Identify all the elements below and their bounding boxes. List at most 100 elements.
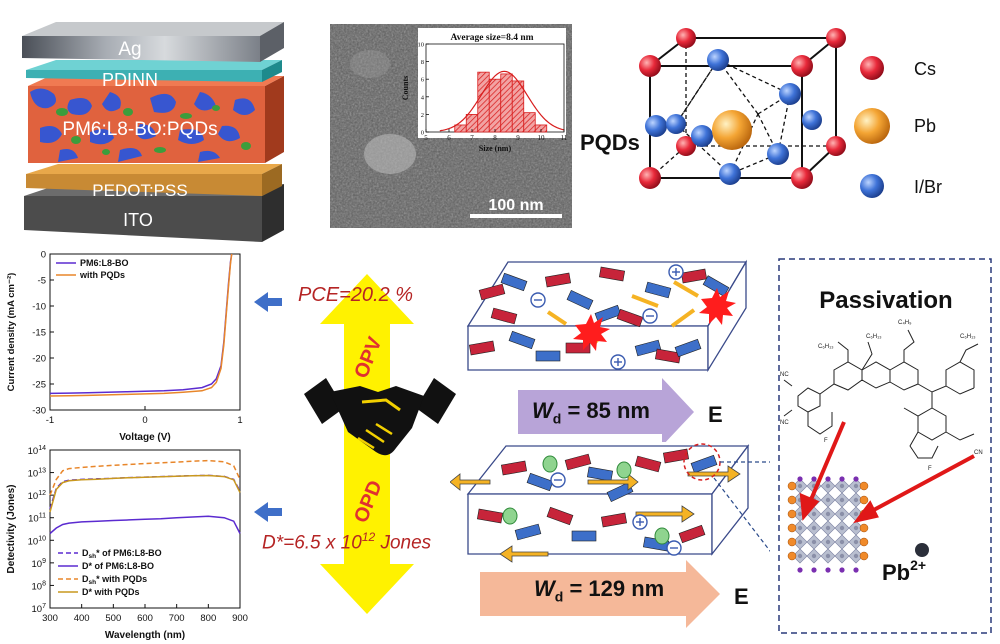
film-molecule bbox=[544, 272, 572, 288]
device-stack: Ag PDINN PM6:L8-BO:PQDs PEDOT:PSS ITO bbox=[22, 22, 284, 242]
x-tick-label: 5 bbox=[424, 134, 428, 142]
film-molecule bbox=[654, 348, 682, 364]
x-tick-label: 900 bbox=[232, 613, 248, 624]
legend-label: PM6:L8-BO bbox=[80, 258, 129, 268]
cs-atom bbox=[787, 495, 797, 505]
lattice-atom bbox=[839, 539, 845, 545]
gaussian-fit-line bbox=[439, 70, 565, 132]
lattice-atom bbox=[839, 511, 845, 517]
layer-label-active: PM6:L8-BO:PQDs bbox=[62, 119, 217, 140]
lattice-atom bbox=[839, 525, 845, 531]
halide-atom bbox=[853, 476, 859, 482]
histogram-bar bbox=[454, 124, 467, 133]
recombination-burst-icon bbox=[573, 314, 610, 351]
film-molecule bbox=[546, 506, 574, 526]
svg-text:C₄H₉: C₄H₉ bbox=[898, 320, 912, 326]
y-tick-label: 0 bbox=[41, 250, 46, 261]
x-tick-label: 0 bbox=[142, 415, 147, 426]
wd-top-label: Wd = 85 nm bbox=[532, 398, 650, 426]
halide-atom bbox=[797, 476, 803, 482]
lattice-atom bbox=[825, 511, 831, 517]
pb-ion-label: Pb2+ bbox=[882, 557, 926, 585]
y-tick-label: 108 bbox=[32, 580, 47, 592]
recombination-burst-icon bbox=[699, 288, 736, 325]
cs-atom bbox=[787, 523, 797, 533]
lattice-atom bbox=[853, 511, 859, 517]
detectivity-exp: 12 bbox=[361, 530, 376, 544]
film-molecule bbox=[500, 272, 528, 292]
lattice-atom bbox=[797, 525, 803, 531]
x-tick-label: 7 bbox=[470, 134, 474, 142]
svg-text:C₆H₁₃: C₆H₁₃ bbox=[866, 334, 882, 340]
histogram-bar bbox=[488, 78, 502, 133]
opd-film: E bbox=[450, 443, 770, 628]
film-molecule bbox=[526, 472, 554, 492]
legend-label: Dsh* with PQDs bbox=[82, 574, 147, 586]
y-tick-label: 1010 bbox=[28, 535, 46, 547]
lattice-atom bbox=[839, 497, 845, 503]
arrow-to-detectivity-icon bbox=[254, 502, 282, 522]
y-tick-label: -5 bbox=[38, 276, 46, 287]
y-axis-label: Current density (mA cm⁻²) bbox=[6, 273, 17, 392]
film-molecule bbox=[634, 339, 662, 357]
x-tick-label: 11 bbox=[561, 134, 568, 142]
histogram-title: Average size=8.4 nm bbox=[450, 33, 533, 43]
x-tick-label: -1 bbox=[46, 415, 54, 426]
perovskite-crystal: PQDs Cs Pb I/Br bbox=[580, 28, 942, 198]
y-tick-label: -15 bbox=[32, 328, 46, 339]
histogram-bar bbox=[477, 71, 490, 133]
handshake-icon bbox=[304, 378, 456, 456]
legend-label: Dsh* of PM6:L8-BO bbox=[82, 548, 162, 560]
x-tick-label: 700 bbox=[169, 613, 185, 624]
histogram-xlabel: Size (nm) bbox=[479, 144, 512, 153]
passivation-arrow-icon bbox=[799, 421, 975, 524]
molecule-structure bbox=[783, 329, 979, 459]
cs-atom bbox=[787, 537, 797, 547]
detectivity-label: D*=6.5 x 1012 Jones bbox=[262, 530, 431, 554]
y-tick-label: 4 bbox=[421, 94, 425, 101]
y-axis-label: Detectivity (Jones) bbox=[6, 485, 17, 574]
carrier-transport-arrows bbox=[450, 465, 741, 563]
pce-label: PCE=20.2 % bbox=[298, 284, 414, 306]
lattice-atom bbox=[839, 483, 845, 489]
wd-top-sub: d bbox=[552, 410, 562, 427]
x-axis-label: Voltage (V) bbox=[119, 432, 170, 443]
detectivity-prefix: D*=6.5 x 10 bbox=[262, 532, 362, 554]
cs-atom bbox=[859, 551, 869, 561]
field-label-bottom: E bbox=[734, 584, 749, 609]
lattice-atom bbox=[811, 525, 817, 531]
film-molecule bbox=[571, 530, 597, 542]
lattice-atom bbox=[797, 483, 803, 489]
wd-bottom-value: = 129 nm bbox=[563, 576, 665, 601]
legend-label: D* with PQDs bbox=[82, 587, 140, 597]
histogram-ylabel: Counts bbox=[401, 76, 410, 100]
plot-frame bbox=[49, 449, 241, 609]
legend-label: with PQDs bbox=[79, 270, 125, 280]
film-molecule bbox=[478, 283, 506, 301]
cs-atom bbox=[787, 481, 797, 491]
y-tick-label: 1011 bbox=[28, 513, 46, 525]
film-molecule bbox=[566, 289, 594, 311]
x-axis-label: Wavelength (nm) bbox=[105, 630, 185, 641]
lattice-atom bbox=[825, 483, 831, 489]
film-molecule bbox=[514, 523, 542, 541]
film-molecule bbox=[600, 512, 628, 528]
svg-text:NC: NC bbox=[780, 372, 789, 378]
x-tick-label: 500 bbox=[105, 613, 121, 624]
film-molecule bbox=[586, 466, 614, 482]
svg-text:F: F bbox=[824, 438, 828, 444]
film-molecule bbox=[598, 266, 626, 282]
halide-atom bbox=[811, 567, 817, 573]
pqd-icon bbox=[502, 455, 670, 545]
film-molecule bbox=[674, 338, 702, 358]
film-molecule bbox=[690, 454, 718, 474]
halide-atom bbox=[853, 567, 859, 573]
film-molecule bbox=[508, 330, 536, 350]
wd-bottom-sub: d bbox=[554, 588, 564, 605]
electron-icon bbox=[550, 472, 682, 556]
y-tick-label: 1012 bbox=[28, 490, 46, 502]
wd-top-value: = 85 nm bbox=[561, 398, 650, 423]
electron-icon bbox=[530, 292, 658, 324]
